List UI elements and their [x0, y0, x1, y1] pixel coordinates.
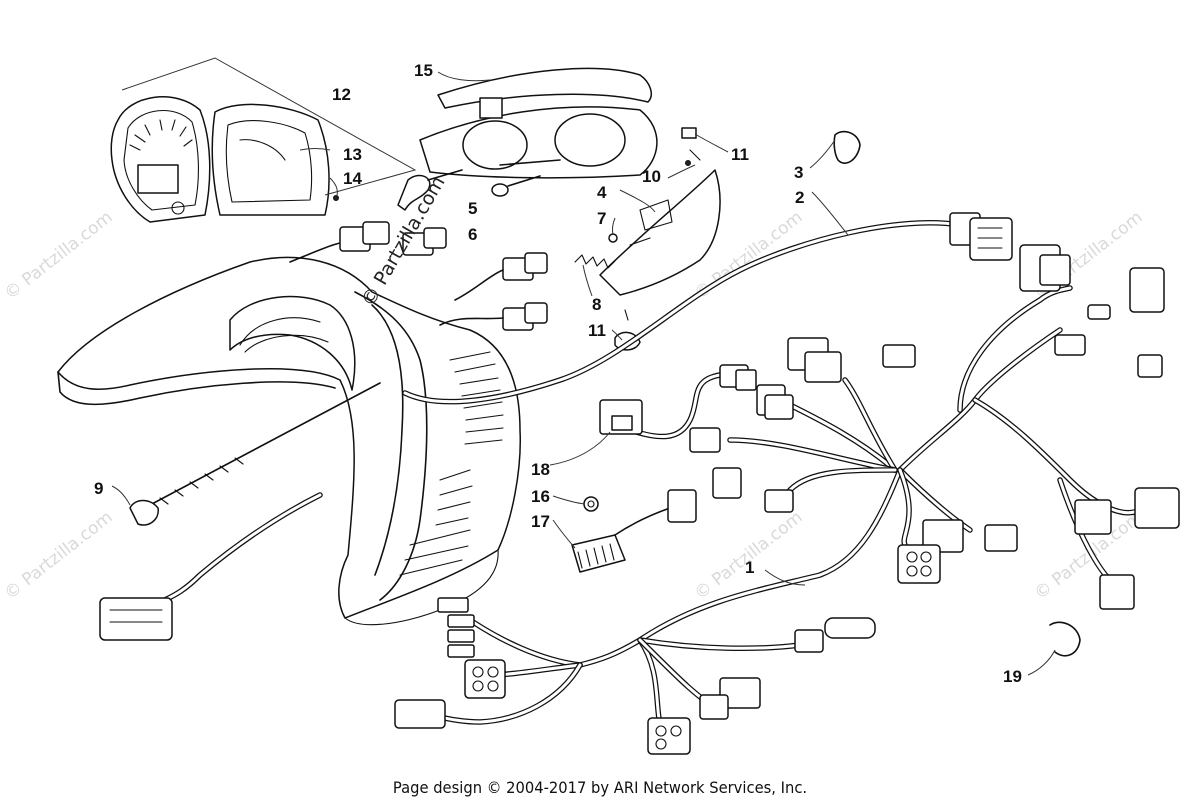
- callout-19: 19: [1003, 667, 1022, 686]
- callout-8: 8: [592, 295, 601, 314]
- callout-17: 17: [531, 512, 550, 531]
- watermark-faint-1: © Partzilla.com: [1, 207, 117, 304]
- instrument-cluster: [110, 57, 417, 223]
- callout-13: 13: [343, 145, 362, 164]
- callout-12: 12: [332, 85, 351, 104]
- callout-9: 9: [94, 479, 103, 498]
- watermark-faint-4: © Partzilla.com: [1, 507, 117, 604]
- mounting-bolt: [129, 382, 381, 526]
- front-dash-panel: [57, 256, 522, 626]
- callout-3: 3: [794, 163, 803, 182]
- watermark-faint-6: © Partzilla.com: [691, 507, 807, 604]
- headlight-housing: [397, 67, 658, 211]
- left-harness-connector: [99, 492, 323, 641]
- regulator-part: [571, 489, 697, 573]
- callout-11-bottom: 11: [588, 321, 606, 340]
- headlight-connectors: [289, 221, 548, 331]
- page-footer: Page design © 2004-2017 by ARI Network S…: [392, 778, 808, 797]
- callout-labels: 1 2 3 4 5 6 7 8 9 10 11 11 12 13 14 15 1…: [94, 61, 1022, 686]
- callout-5: 5: [468, 199, 477, 218]
- callout-18: 18: [531, 460, 550, 479]
- callout-10: 10: [642, 167, 661, 186]
- leader-lines: [111, 71, 1056, 676]
- callout-2: 2: [795, 188, 804, 207]
- callout-6: 6: [468, 225, 477, 244]
- callout-4: 4: [597, 183, 607, 202]
- spring-part: [574, 254, 616, 269]
- callout-7: 7: [597, 209, 606, 228]
- callout-14: 14: [343, 169, 362, 188]
- relay-part: [599, 399, 643, 435]
- callout-1: 1: [745, 558, 754, 577]
- callout-11-top: 11: [731, 145, 749, 164]
- harness-connectors: [394, 244, 1180, 755]
- dash-vents: [399, 351, 504, 576]
- clamp-parts: [833, 130, 1081, 657]
- callout-16: 16: [531, 487, 550, 506]
- callout-15: 15: [414, 61, 433, 80]
- wiring-harness-2: [402, 212, 1013, 405]
